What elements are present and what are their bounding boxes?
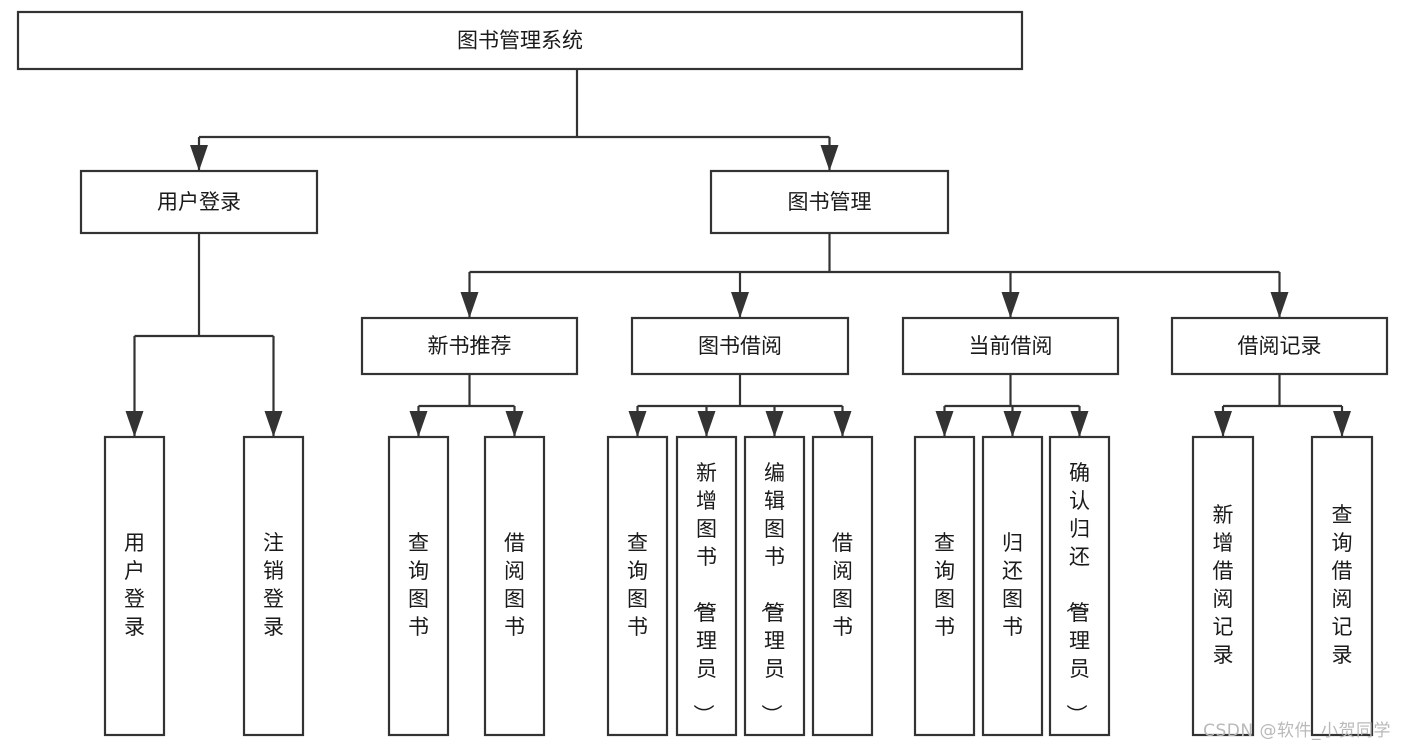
leaf-node-leaf-query-book-3-box[interactable] <box>913 435 976 737</box>
leaf-node-leaf-return-book-label: 归还图书 <box>1002 531 1023 639</box>
parent-current-borrow-arrowhead-2 <box>1070 411 1089 437</box>
leaf-node-leaf-user-login-box[interactable] <box>103 435 166 737</box>
leaf-node-leaf-add-book[interactable]: 新增图书（管理员） <box>675 435 738 737</box>
parent-current-borrow-arrowhead-0 <box>935 411 954 437</box>
leaf-node-leaf-add-book-label: 新增图书（管理员） <box>691 461 717 725</box>
book-manage-to-level2-arrowhead-3 <box>1270 292 1289 318</box>
node-book-borrow[interactable]: 图书借阅 <box>630 316 850 376</box>
node-new-book-recommend-label: 新书推荐 <box>428 334 512 358</box>
node-user-login[interactable]: 用户登录 <box>79 169 319 235</box>
book-manage-to-level2-arrowhead-2 <box>1001 292 1020 318</box>
node-book-manage-label: 图书管理 <box>788 190 872 214</box>
leaf-node-leaf-add-record[interactable]: 新增借阅记录 <box>1191 435 1255 737</box>
leaf-node-leaf-user-login-label: 用户登录 <box>124 531 145 639</box>
root-node-book-management-system-box[interactable] <box>16 10 1024 71</box>
leaf-node-leaf-confirm-return-box[interactable] <box>1048 435 1111 737</box>
leaf-node-leaf-borrow-book-1-box[interactable] <box>483 435 546 737</box>
leaf-node-leaf-query-book-3[interactable]: 查询图书 <box>913 435 976 737</box>
node-user-login-box[interactable] <box>79 169 319 235</box>
leaf-node-leaf-add-book-box[interactable] <box>675 435 738 737</box>
node-borrow-record[interactable]: 借阅记录 <box>1170 316 1389 376</box>
leaf-node-leaf-confirm-return[interactable]: 确认归还（管理员） <box>1048 435 1111 737</box>
leaf-node-leaf-query-book-2[interactable]: 查询图书 <box>606 435 669 737</box>
node-borrow-record-box[interactable] <box>1170 316 1389 376</box>
diagram-nodes: 图书管理系统用户登录图书管理新书推荐图书借阅当前借阅借阅记录用户登录注销登录查询… <box>16 10 1389 737</box>
parent-book-borrow-arrowhead-0 <box>628 411 647 437</box>
leaf-node-leaf-edit-book-box[interactable] <box>743 435 806 737</box>
parent-book-borrow-arrowhead-3 <box>833 411 852 437</box>
leaf-node-leaf-return-book-box[interactable] <box>981 435 1044 737</box>
root-to-level1-arrowhead-0 <box>190 145 208 171</box>
leaf-node-leaf-add-record-label: 新增借阅记录 <box>1213 503 1234 667</box>
leaf-node-leaf-logout[interactable]: 注销登录 <box>242 435 305 737</box>
node-user-login-label: 用户登录 <box>157 190 241 214</box>
leaf-node-leaf-borrow-book-1[interactable]: 借阅图书 <box>483 435 546 737</box>
parent-book-borrow-arrowhead-1 <box>697 411 716 437</box>
leaf-node-leaf-logout-box[interactable] <box>242 435 305 737</box>
leaf-node-leaf-query-record[interactable]: 查询借阅记录 <box>1310 435 1374 737</box>
leaf-node-leaf-borrow-book-1-label: 借阅图书 <box>504 531 525 639</box>
parent-borrow-record-arrowhead-0 <box>1214 411 1232 437</box>
leaf-node-leaf-query-book-1-label: 查询图书 <box>408 531 429 639</box>
node-book-manage[interactable]: 图书管理 <box>709 169 950 235</box>
node-current-borrow-label: 当前借阅 <box>969 334 1053 358</box>
node-borrow-record-label: 借阅记录 <box>1238 334 1322 358</box>
node-new-book-recommend[interactable]: 新书推荐 <box>360 316 579 376</box>
leaf-node-leaf-query-record-box[interactable] <box>1310 435 1374 737</box>
leaf-node-leaf-query-record-label: 查询借阅记录 <box>1332 503 1353 667</box>
leaf-node-leaf-query-book-1[interactable]: 查询图书 <box>387 435 450 737</box>
leaf-node-leaf-logout-label: 注销登录 <box>263 531 284 639</box>
book-manage-to-level2-arrowhead-1 <box>731 292 749 318</box>
node-current-borrow-box[interactable] <box>901 316 1120 376</box>
root-node-book-management-system[interactable]: 图书管理系统 <box>16 10 1024 71</box>
leaf-node-leaf-user-login[interactable]: 用户登录 <box>103 435 166 737</box>
node-new-book-recommend-box[interactable] <box>360 316 579 376</box>
parent-borrow-record-arrowhead-1 <box>1333 411 1351 437</box>
node-book-borrow-label: 图书借阅 <box>698 334 782 358</box>
book-manage-to-level2-arrowhead-0 <box>460 292 479 318</box>
leaf-node-leaf-borrow-book-2-label: 借阅图书 <box>832 531 853 639</box>
leaf-node-leaf-borrow-book-2-box[interactable] <box>811 435 874 737</box>
connector-lines <box>125 69 1351 437</box>
parent-current-borrow-arrowhead-1 <box>1003 411 1022 437</box>
parent-user-login-arrowhead-0 <box>125 411 144 437</box>
node-book-manage-box[interactable] <box>709 169 950 235</box>
root-node-book-management-system-label: 图书管理系统 <box>457 29 583 53</box>
parent-user-login-arrowhead-1 <box>264 411 283 437</box>
leaf-node-leaf-query-book-1-box[interactable] <box>387 435 450 737</box>
leaf-node-leaf-borrow-book-2[interactable]: 借阅图书 <box>811 435 874 737</box>
node-current-borrow[interactable]: 当前借阅 <box>901 316 1120 376</box>
parent-book-borrow-arrowhead-2 <box>765 411 784 437</box>
leaf-node-leaf-query-book-3-label: 查询图书 <box>934 531 955 639</box>
leaf-node-leaf-query-book-2-label: 查询图书 <box>627 531 648 639</box>
parent-new-book-recommend-arrowhead-0 <box>409 411 428 437</box>
leaf-node-leaf-edit-book-label: 编辑图书（管理员） <box>759 461 785 725</box>
root-to-level1-arrowhead-1 <box>820 145 839 171</box>
leaf-node-leaf-return-book[interactable]: 归还图书 <box>981 435 1044 737</box>
leaf-node-leaf-add-record-box[interactable] <box>1191 435 1255 737</box>
leaf-node-leaf-edit-book[interactable]: 编辑图书（管理员） <box>743 435 806 737</box>
parent-new-book-recommend-arrowhead-1 <box>505 411 524 437</box>
leaf-node-leaf-confirm-return-label: 确认归还（管理员） <box>1064 461 1090 725</box>
node-book-borrow-box[interactable] <box>630 316 850 376</box>
leaf-node-leaf-query-book-2-box[interactable] <box>606 435 669 737</box>
